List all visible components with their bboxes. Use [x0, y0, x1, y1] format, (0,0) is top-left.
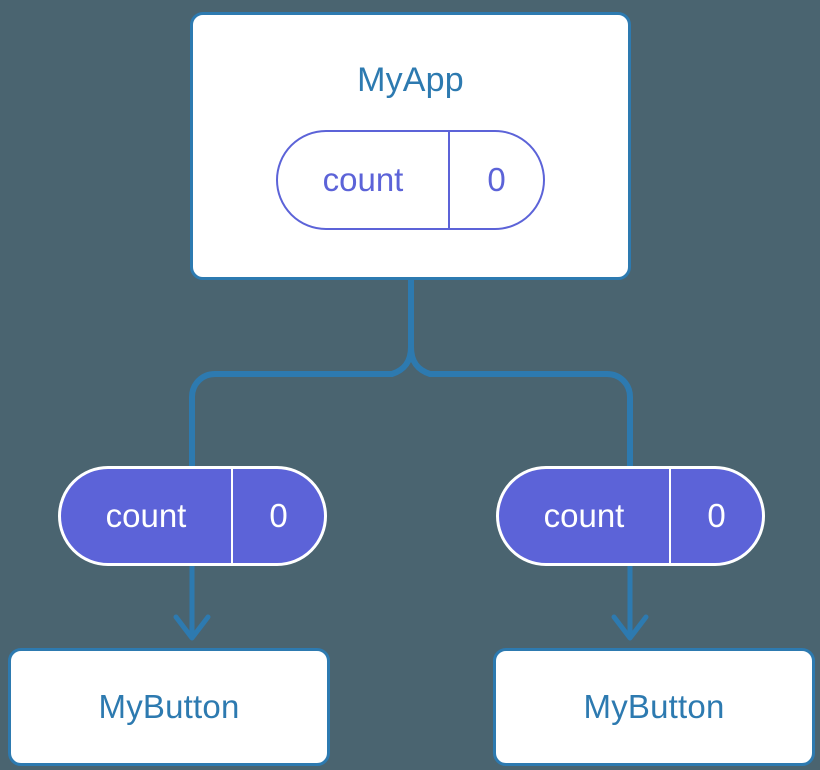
- mybutton-right-title: MyButton: [583, 688, 725, 725]
- arrow-left-head: [173, 614, 211, 641]
- branch-left: [189, 344, 414, 479]
- prop-pill-right-value: 0: [669, 469, 762, 563]
- myapp-title: MyApp: [357, 61, 464, 99]
- component-card-mybutton-right[interactable]: MyButton: [493, 648, 815, 766]
- prop-pill-left-name: count: [105, 497, 187, 534]
- branch-right: [408, 344, 633, 479]
- state-pill-value: 0: [448, 132, 543, 228]
- prop-pill-left-value: 0: [231, 469, 324, 563]
- prop-pill-count-left[interactable]: count 0: [58, 466, 327, 566]
- component-card-mybutton-left[interactable]: MyButton: [8, 648, 330, 766]
- state-pill-count[interactable]: count 0: [276, 130, 545, 230]
- prop-pill-right-name: count: [543, 497, 625, 534]
- state-pill-name: count: [322, 161, 404, 198]
- arrow-right-head: [611, 614, 649, 641]
- mybutton-left-title: MyButton: [98, 688, 240, 725]
- prop-pill-count-right[interactable]: count 0: [496, 466, 765, 566]
